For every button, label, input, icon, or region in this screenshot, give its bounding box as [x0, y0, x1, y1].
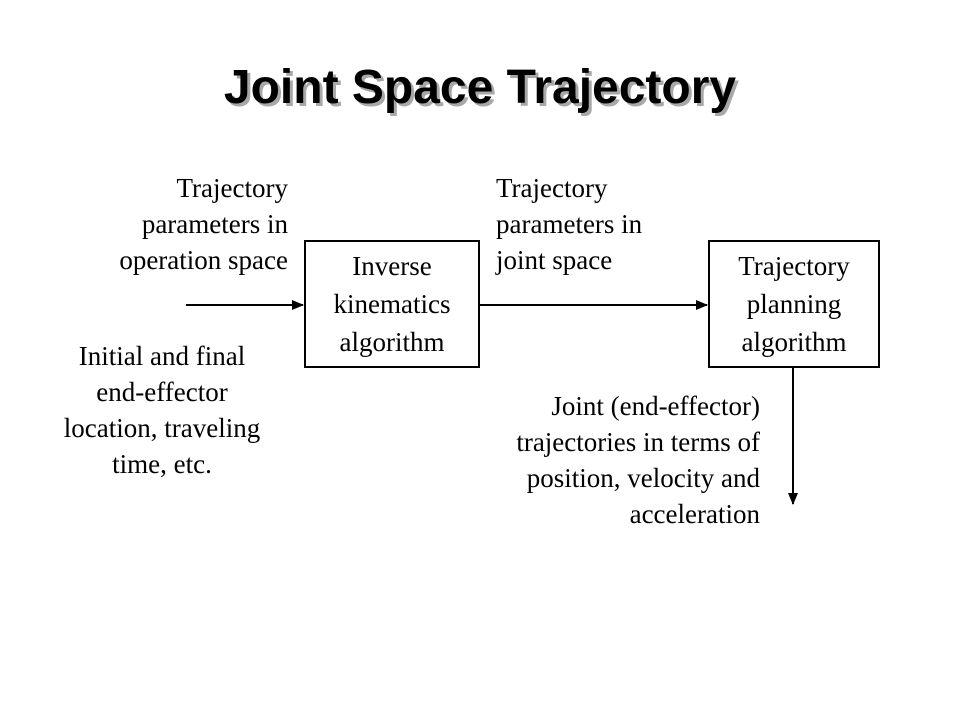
- inverse-kinematics-box: Inverse kinematics algorithm: [304, 240, 480, 368]
- output-label: Joint (end-effector) trajectories in ter…: [516, 391, 760, 529]
- middle-top-label: Trajectory parameters in joint space: [496, 173, 643, 275]
- trajectory-planning-box: Trajectory planning algorithm: [708, 240, 880, 368]
- trajectory-planning-label: Trajectory planning algorithm: [738, 251, 850, 357]
- input-top-label: Trajectory parameters in operation space: [119, 173, 288, 275]
- input-bottom-label: Initial and final end-effector location,…: [63, 341, 261, 479]
- diagram-title: Joint Space Trajectory: [223, 61, 737, 114]
- inverse-kinematics-label: Inverse kinematics algorithm: [333, 251, 451, 357]
